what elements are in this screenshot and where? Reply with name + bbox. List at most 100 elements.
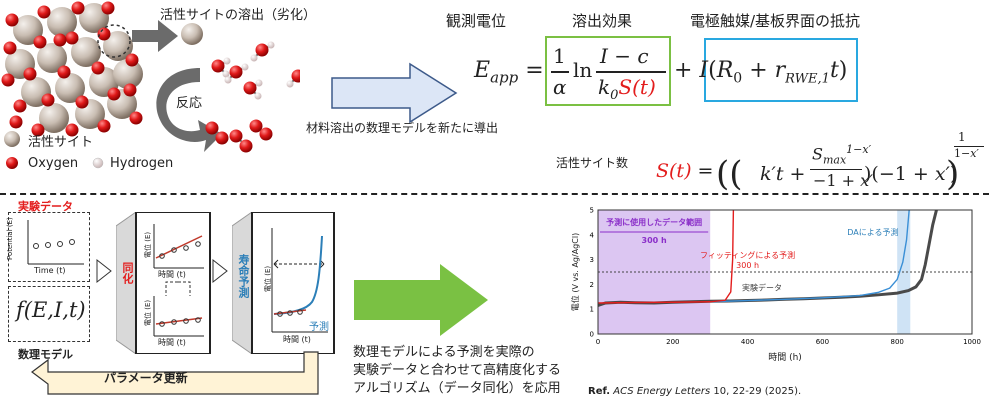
reference-details: 10, 22-29 (2025). bbox=[710, 386, 802, 397]
hydrogen-atom bbox=[267, 41, 275, 49]
section-divider bbox=[0, 193, 989, 195]
lifetime-prediction-label: 寿命予測 bbox=[237, 254, 250, 298]
oxygen-atom bbox=[3, 41, 17, 55]
arrow-to-assimilation-2 bbox=[212, 258, 228, 284]
series-line bbox=[710, 209, 910, 303]
legend-active-site: 活性サイト bbox=[28, 135, 94, 150]
hydrogen-atom bbox=[223, 57, 231, 65]
reference-citation: Ref. ACS Energy Letters 10, 22-29 (2025)… bbox=[588, 386, 801, 397]
eq-alpha: α bbox=[553, 75, 567, 99]
plot-frame bbox=[597, 209, 973, 335]
eq-numerator: I − c bbox=[600, 44, 649, 68]
oxygen-atom bbox=[129, 111, 143, 125]
eq-frac-line-3 bbox=[810, 169, 862, 171]
y-tick-label: 1 bbox=[590, 306, 594, 314]
da-prediction-label: DAによる予測 bbox=[847, 227, 898, 237]
chart-y-axis-label: 電位 (V vs. Ag/AgCl) bbox=[570, 233, 580, 311]
eq-big-paren-close: ) bbox=[946, 154, 960, 194]
hydrogen-legend-icon bbox=[92, 157, 104, 169]
eq-smax: Smax1−x′ bbox=[812, 143, 872, 167]
active-site-atom bbox=[55, 73, 85, 103]
eq-exponent-1: 1 bbox=[958, 130, 966, 144]
hydrogen-atom bbox=[241, 63, 249, 71]
panel1-time-axis-top: 時間 (t) bbox=[158, 270, 186, 279]
description-line-1: 数理モデルによる予測を実際の bbox=[353, 345, 535, 360]
oxygen-atom bbox=[65, 123, 79, 137]
oxygen-atom bbox=[33, 35, 47, 49]
active-site-atom bbox=[71, 37, 101, 67]
experimental-mini-plot bbox=[27, 220, 84, 265]
eq-one: 1 bbox=[553, 44, 566, 68]
series-line bbox=[597, 209, 735, 304]
prediction-label: 予測 bbox=[309, 322, 329, 333]
eq-denominator: k0S(t) bbox=[598, 75, 656, 103]
dissolution-arrow bbox=[132, 20, 178, 52]
legend-oxygen: Oxygen bbox=[28, 156, 79, 171]
application-arrow bbox=[354, 264, 488, 336]
oxygen-atom bbox=[97, 27, 111, 41]
model-formula: f(E,I,t) bbox=[16, 298, 86, 322]
time-axis-label: Time (t) bbox=[34, 266, 66, 275]
assimilation-label: 同化 bbox=[121, 262, 134, 284]
experimental-data-title: 実験データ bbox=[18, 200, 73, 213]
experimental-data-box bbox=[8, 212, 90, 282]
eq-kprime: k′t + bbox=[760, 163, 806, 185]
panel2-time-axis: 時間 (t) bbox=[283, 335, 311, 344]
dissolution-illustration bbox=[1, 1, 300, 169]
oxygen-atom bbox=[255, 43, 269, 57]
reaction-arrow bbox=[156, 68, 222, 152]
eq-resistance-term: + I(R0 + rRWE,1t) bbox=[674, 58, 848, 87]
fit-range-duration: 300 h bbox=[642, 236, 667, 245]
oxygen-atom bbox=[91, 61, 105, 75]
active-site-atom bbox=[37, 43, 67, 73]
eq-exponent-2: 1−x′ bbox=[954, 147, 979, 160]
oxygen-atom bbox=[243, 81, 257, 95]
vacancy-circle bbox=[97, 24, 131, 58]
oxygen-atom bbox=[215, 131, 229, 145]
oxygen-atom bbox=[1, 73, 15, 87]
fitting-prediction-duration: 300 h bbox=[736, 261, 759, 270]
oxygen-atom bbox=[123, 83, 137, 97]
oxygen-atom bbox=[65, 31, 79, 45]
x-tick-label: 200 bbox=[666, 338, 679, 346]
reference-prefix: Ref. bbox=[588, 386, 611, 397]
crystal-cluster bbox=[1, 1, 143, 137]
eq-exp-line bbox=[954, 146, 984, 147]
oxygen-atom bbox=[107, 87, 121, 101]
y-tick-label: 5 bbox=[590, 207, 594, 215]
resistance-box bbox=[704, 38, 858, 102]
active-site-atom bbox=[39, 103, 69, 133]
oxygen-atom bbox=[239, 139, 253, 153]
potential-axis-label: Potential (E) bbox=[6, 217, 14, 260]
model-label: 数理モデル bbox=[18, 348, 73, 361]
panel1-potential-axis-bottom: 電位 (E) bbox=[144, 299, 152, 326]
header-dissolution-effect: 溶出効果 bbox=[572, 12, 633, 30]
x-tick-label: 400 bbox=[741, 338, 754, 346]
y-tick-label: 3 bbox=[590, 256, 594, 264]
oxygen-atom bbox=[71, 1, 85, 15]
panel1-potential-axis-top: 電位 (E) bbox=[144, 231, 152, 258]
oxygen-atom bbox=[229, 65, 243, 79]
active-site-legend-icon bbox=[4, 131, 20, 147]
assimilation-panel-1 bbox=[116, 212, 211, 354]
reference-journal: ACS Energy Letters bbox=[613, 386, 711, 397]
oxygen-atom bbox=[53, 33, 67, 47]
dissolution-label: 活性サイトの溶出（劣化） bbox=[160, 8, 317, 23]
active-site-atom bbox=[103, 31, 133, 61]
active-site-atom bbox=[47, 7, 77, 37]
experimental-data-label: 実験データ bbox=[742, 283, 782, 293]
hydrogen-atom bbox=[254, 92, 262, 100]
arrow-to-assimilation-1 bbox=[96, 258, 112, 284]
x-tick-label: 800 bbox=[891, 338, 904, 346]
oxygen-atom bbox=[101, 1, 115, 15]
eq-big-paren: (( bbox=[716, 154, 743, 194]
dissolution-effect-box bbox=[545, 36, 671, 106]
oxygen-atom bbox=[259, 127, 273, 141]
x-tick-label: 0 bbox=[596, 338, 600, 346]
eq-ln: ln bbox=[573, 58, 593, 82]
oxygen-atom bbox=[211, 59, 225, 73]
active-site-count-label: 活性サイト数 bbox=[556, 156, 629, 170]
hydrogen-atom bbox=[286, 80, 294, 88]
oxygen-atom bbox=[97, 119, 111, 133]
reaction-label: 反応 bbox=[176, 96, 203, 111]
